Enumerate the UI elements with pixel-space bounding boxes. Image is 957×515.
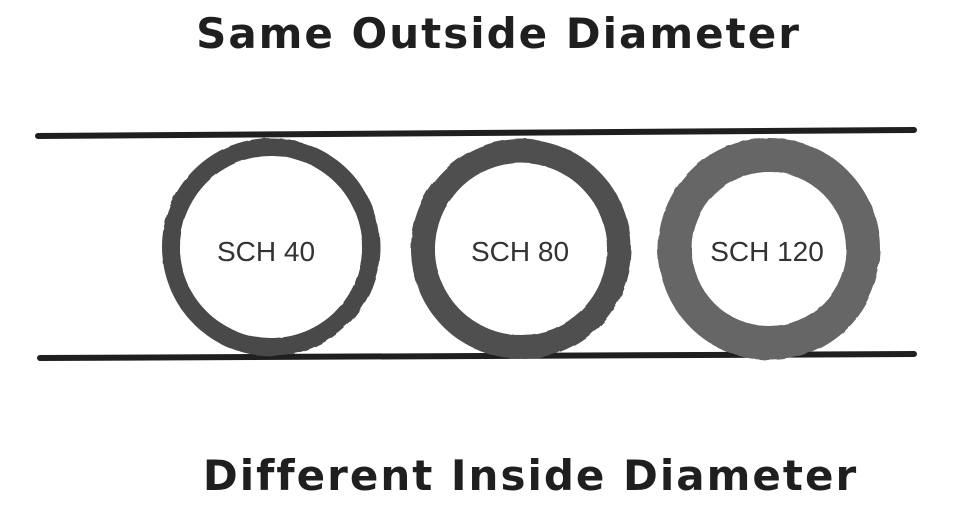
different-inside-diameter-heading: Different Inside Diameter (202, 451, 859, 500)
same-outside-diameter-heading: Same Outside Diameter (196, 9, 801, 58)
pipe-sch-80-label: SCH 80 (471, 236, 569, 267)
pipe-sch-40-wall (162, 138, 380, 356)
pipe-sch-80-wall (411, 139, 631, 359)
pipe-sch-80: SCH 80 (411, 139, 631, 359)
pipe-sch-40-label: SCH 40 (217, 236, 315, 267)
pipe-sch-40: SCH 40 (162, 138, 380, 356)
outside-diameter-top-line (35, 127, 917, 139)
pipe-sch-120: SCH 120 (658, 138, 880, 360)
pipe-sch-120-label: SCH 120 (710, 236, 824, 267)
pipe-sch-120-wall (658, 138, 880, 360)
